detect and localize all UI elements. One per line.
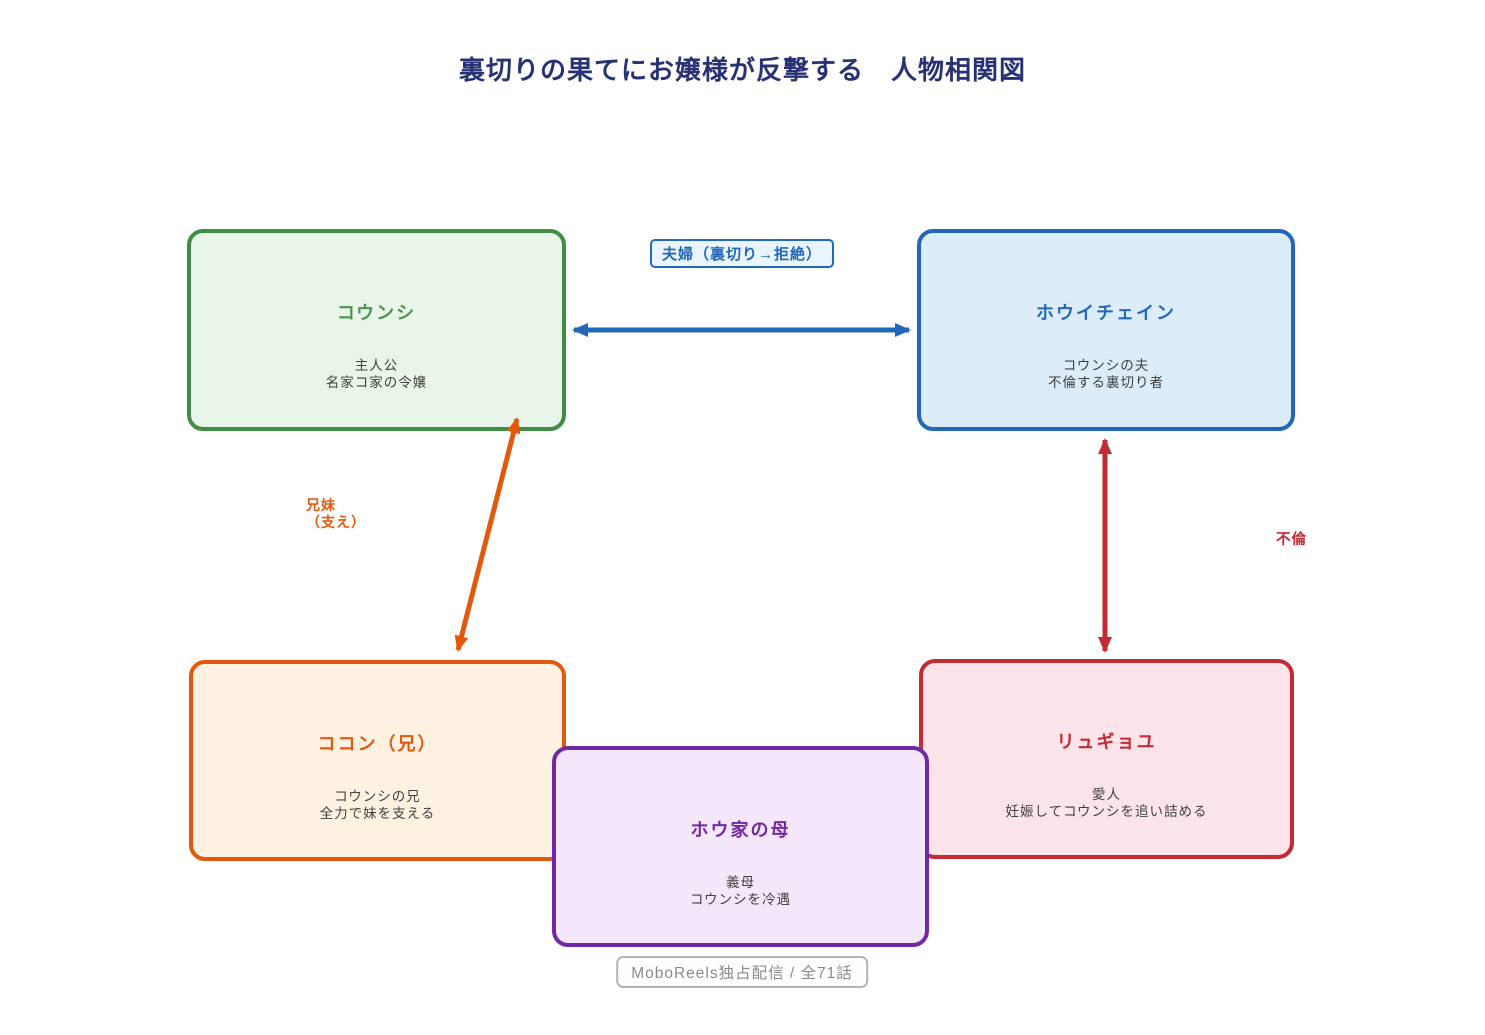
marriage-relation-label: 夫婦（裏切り→拒絶）: [649, 239, 835, 268]
affair-relation-label: 不倫: [1276, 532, 1307, 548]
character-desc-line1: 愛人: [1092, 787, 1121, 802]
siblings-arrow: [454, 417, 521, 652]
character-box-kokon: ココン（兄） コウンシの兄 全力で妹を支える: [189, 660, 566, 861]
character-desc-line1: 主人公: [354, 358, 399, 373]
character-name: ホウイチェイン: [1036, 303, 1176, 323]
character-desc-line2: 全力で妹を支える: [319, 805, 436, 821]
character-desc-line1: コウンシの夫: [1062, 358, 1150, 373]
character-desc: 主人公 名家コ家の令嬢: [326, 357, 428, 391]
character-desc-line2: コウンシを冷遇: [690, 891, 791, 907]
siblings-relation-label: 兄妹 （支え）: [306, 497, 366, 530]
character-desc-line2: 不倫する裏切り者: [1048, 375, 1164, 390]
character-name: リュギョユ: [1056, 732, 1157, 752]
character-box-ryugyoyu: リュギョユ 愛人 妊娠してコウンシを追い詰める: [919, 659, 1294, 859]
diagram-title: 裏切りの果てにお嬢様が反撃する 人物相関図: [458, 55, 1026, 85]
character-desc: コウンシの夫 不倫する裏切り者: [1048, 357, 1164, 391]
character-box-kounshi: コウンシ 主人公 名家コ家の令嬢: [187, 229, 566, 431]
character-desc-line1: コウンシの兄: [334, 788, 421, 804]
footer-badge: MoboReels独占配信 / 全71話: [616, 956, 868, 988]
character-desc-line2: 妊娠してコウンシを追い詰める: [1005, 804, 1208, 819]
character-desc-line1: 義母: [726, 874, 755, 890]
character-name: コウンシ: [336, 303, 417, 323]
character-desc-line2: 名家コ家の令嬢: [325, 375, 428, 390]
character-desc: コウンシの兄 全力で妹を支える: [320, 788, 436, 822]
character-desc: 義母 コウンシを冷遇: [690, 874, 791, 908]
character-box-houichein: ホウイチェイン コウンシの夫 不倫する裏切り者: [917, 229, 1295, 431]
character-box-hou-mother: ホウ家の母 義母 コウンシを冷遇: [552, 746, 929, 947]
character-name: ホウ家の母: [690, 819, 791, 840]
character-name: ココン（兄）: [317, 733, 438, 754]
character-desc: 愛人 妊娠してコウンシを追い詰める: [1005, 786, 1207, 820]
